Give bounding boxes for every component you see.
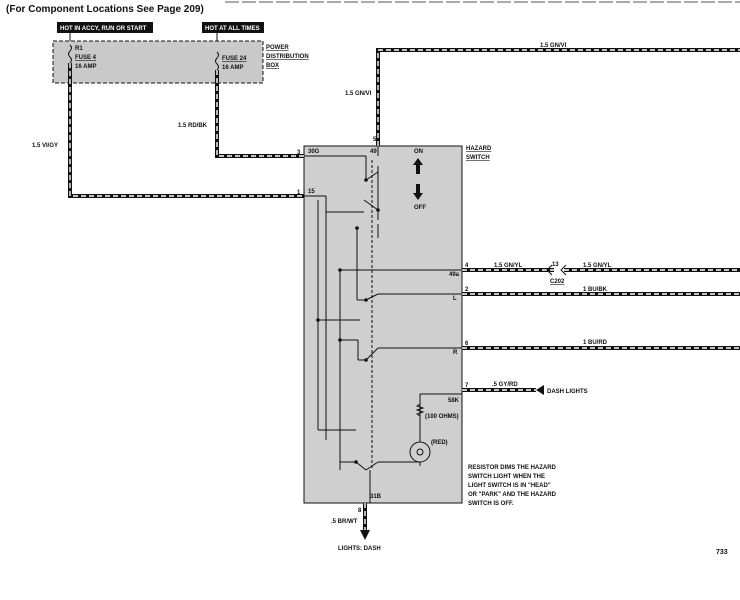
page-title: (For Component Locations See Page 209) (6, 4, 204, 15)
wire-label-gn-yl-b: 1.5 GN/YL (583, 263, 612, 269)
pin-4: 4 (465, 263, 469, 269)
pin-7: 7 (465, 383, 469, 389)
hot-always-tag (202, 22, 264, 33)
terminal-49: 49 (370, 149, 377, 155)
hazard-switch: HAZARD SWITCH ON OFF 30G 49 15 49a L R 5… (303, 145, 492, 504)
wire-label-gy-rd: .5 GY/RD (492, 382, 518, 388)
wires (68, 48, 740, 540)
connector-c202: C202 (550, 279, 565, 285)
terminal-r: R (453, 350, 458, 356)
wire-label-gn-vi-2: 1.5 GN/VI (345, 91, 372, 97)
wire-label-vi-gy: 1.5 VI/GY (32, 143, 58, 149)
terminal-49a: 49a (449, 272, 460, 278)
lamp-label: (RED) (431, 440, 448, 446)
wire-gn-vi (376, 48, 740, 146)
wire-label-gn-yl-a: 1.5 GN/YL (494, 263, 523, 269)
resistor-note: RESISTOR DIMS THE HAZARD SWITCH LIGHT WH… (468, 465, 557, 507)
power-distribution-box: HOT IN ACCY, RUN OR START HOT AT ALL TIM… (52, 22, 309, 84)
pin-3: 3 (297, 150, 301, 156)
resistor-label: (100 OHMS) (425, 414, 459, 420)
pin-5: 5 (373, 137, 377, 143)
terminal-31b: 31B (370, 494, 382, 500)
wire-label-br-wt: .5 BR/WT (331, 519, 358, 525)
fuse-24-name: FUSE 24 (222, 56, 247, 62)
pdb-label-3: BOX (266, 63, 279, 69)
on-arrow-icon (413, 158, 423, 174)
pin-2: 2 (465, 287, 469, 293)
note-line-2: SWITCH LIGHT WHEN THE (468, 474, 545, 480)
pdb-label-1: POWER (266, 45, 289, 51)
fuse-4-symbol (68, 44, 72, 64)
dash-lights-arrow-icon (536, 385, 544, 395)
on-label: ON (414, 149, 423, 155)
lights-dash-arrow-icon (360, 530, 370, 540)
pin-1: 1 (297, 190, 301, 196)
wire-label-bu-bk: 1 BU/BK (583, 287, 608, 293)
note-line-4: OR "PARK" AND THE HAZARD (468, 492, 557, 498)
resistor-symbol (415, 403, 425, 417)
dash-lights-label: DASH LIGHTS (547, 389, 588, 395)
hot-accy-tag (57, 22, 153, 33)
hot-accy-label: HOT IN ACCY, RUN OR START (60, 26, 147, 32)
pin-8: 8 (358, 508, 362, 514)
fuse-4-name: FUSE 4 (75, 55, 97, 61)
terminal-l: L (453, 296, 457, 302)
terminal-30g: 30G (308, 149, 320, 155)
pin-6: 6 (465, 341, 469, 347)
lamp-icon (409, 441, 431, 463)
hot-always-label: HOT AT ALL TIMES (205, 26, 260, 32)
internal-circuit (304, 146, 462, 503)
page-number: 733 (716, 549, 728, 556)
fuse-24-symbol (215, 51, 219, 71)
terminal-58k: 58K (448, 398, 460, 404)
pdb-label-2: DISTRIBUTION (266, 54, 309, 60)
wire-label-gn-vi: 1.5 GN/VI (540, 43, 567, 49)
terminal-15: 15 (308, 189, 315, 195)
lights-dash-label: LIGHTS: DASH (338, 546, 381, 552)
note-line-3: LIGHT SWITCH IS IN "HEAD" (468, 483, 551, 489)
off-arrow-icon (413, 184, 423, 200)
fuse-24-rating: 16 AMP (222, 65, 243, 71)
note-line-5: SWITCH IS OFF. (468, 501, 514, 507)
fuse-4-r: R1 (75, 46, 83, 52)
off-label: OFF (414, 205, 426, 211)
wire-label-rd-bk: 1.5 RD/BK (178, 123, 208, 129)
note-line-1: RESISTOR DIMS THE HAZARD (468, 465, 557, 471)
fuse-4-rating: 16 AMP (75, 64, 96, 70)
wire-label-bu-rd: 1 BU/RD (583, 340, 608, 346)
hazard-label-2: SWITCH (466, 155, 490, 161)
hazard-label-1: HAZARD (466, 146, 492, 152)
pin-13: 13 (552, 262, 559, 268)
